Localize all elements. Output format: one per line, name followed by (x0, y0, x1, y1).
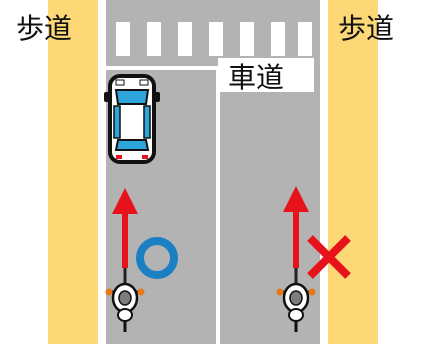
crosswalk (116, 22, 312, 56)
sidewalk-left-label: 歩道 (16, 12, 72, 45)
roadway-label: 車道 (228, 61, 284, 94)
roadway-label-bg (218, 58, 314, 92)
bicycle-right-icon (276, 268, 316, 332)
ok-circle-icon (136, 237, 178, 279)
sidewalk-right (328, 0, 378, 344)
curb-left (98, 0, 106, 344)
roadway (106, 0, 320, 344)
sidewalk-right-label: 歩道 (338, 12, 394, 45)
ng-cross-icon (307, 235, 351, 279)
right-lane-arrow (283, 186, 309, 268)
stop-line (106, 66, 218, 70)
bicycle-left-icon (105, 268, 145, 332)
sidewalk-left (48, 0, 98, 344)
curb-right (320, 0, 328, 344)
car-icon (104, 74, 160, 164)
left-lane-arrow (112, 188, 138, 268)
lane-divider (216, 68, 220, 344)
